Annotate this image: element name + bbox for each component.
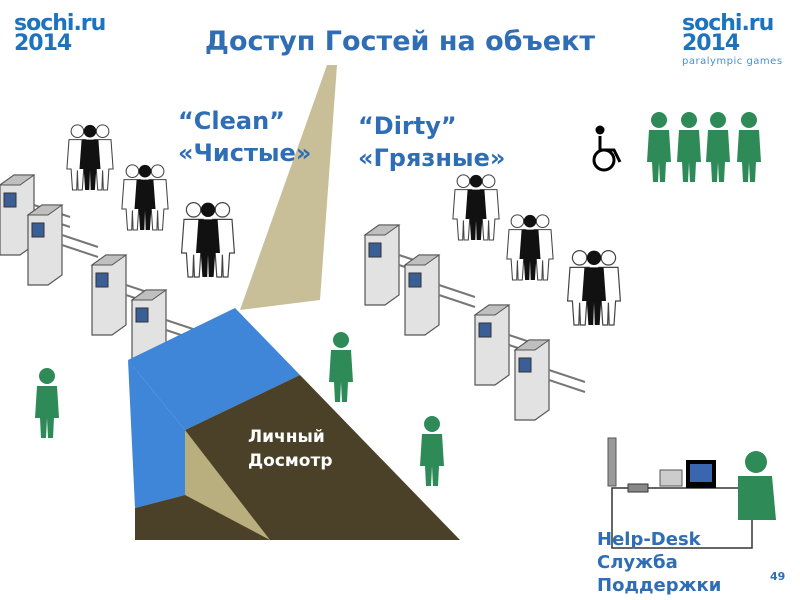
turnstile-left-2 (27, 204, 99, 286)
dirty-label-en: “Dirty” (358, 112, 457, 140)
sochi-2014-logo: sochi.ru 2014 (14, 11, 106, 56)
wheelchair-icon (592, 125, 622, 172)
helpdesk-label: Help-Desk Служба Поддержки (597, 528, 721, 597)
dirty-zone-label: “Dirty” «Грязные» (358, 110, 505, 174)
page-title: Доступ Гостей на объект (204, 26, 596, 57)
screening-label-line-2: Досмотр (248, 451, 333, 471)
staff-person-icon (329, 332, 353, 402)
logo-line-2: 2014 (14, 31, 72, 56)
turnstile-right-4 (514, 339, 586, 421)
guest-group-clean-3 (181, 202, 235, 278)
guest-group-dirty-3 (566, 250, 622, 326)
helpdesk-label-line-1: Help-Desk (597, 529, 701, 550)
screening-area (128, 308, 460, 540)
guest-group-clean-2 (121, 164, 169, 231)
guest-group-dirty-1 (452, 174, 500, 241)
dirty-label-ru: «Грязные» (358, 144, 506, 172)
staff-group-icon (647, 112, 761, 182)
turnstile-right-2 (404, 254, 476, 336)
screening-label: Личный Досмотр (248, 425, 333, 473)
clean-label-en: “Clean” (178, 107, 285, 135)
staff-person-icon (420, 416, 444, 486)
helpdesk-label-line-3: Поддержки (597, 575, 722, 596)
helpdesk-label-line-2: Служба (597, 552, 678, 573)
partition-wall (240, 65, 337, 310)
staff-person-icon (35, 368, 59, 438)
logo-line-1: sochi.ru (682, 11, 774, 36)
help-desk (607, 437, 776, 549)
logo-line-2: 2014 (682, 31, 740, 56)
logo-subtitle: paralympic games (682, 56, 783, 67)
screening-label-line-1: Личный (248, 427, 325, 447)
sochi-2014-paralympic-logo: sochi.ru 2014 paralympic games (682, 11, 783, 68)
guest-group-dirty-2 (506, 214, 554, 281)
clean-label-ru: «Чистые» (178, 139, 312, 167)
guest-group-clean-1 (66, 124, 114, 191)
clean-zone-label: “Clean” «Чистые» (178, 105, 311, 169)
logo-line-1: sochi.ru (14, 11, 106, 36)
page-number: 49 (770, 570, 786, 583)
